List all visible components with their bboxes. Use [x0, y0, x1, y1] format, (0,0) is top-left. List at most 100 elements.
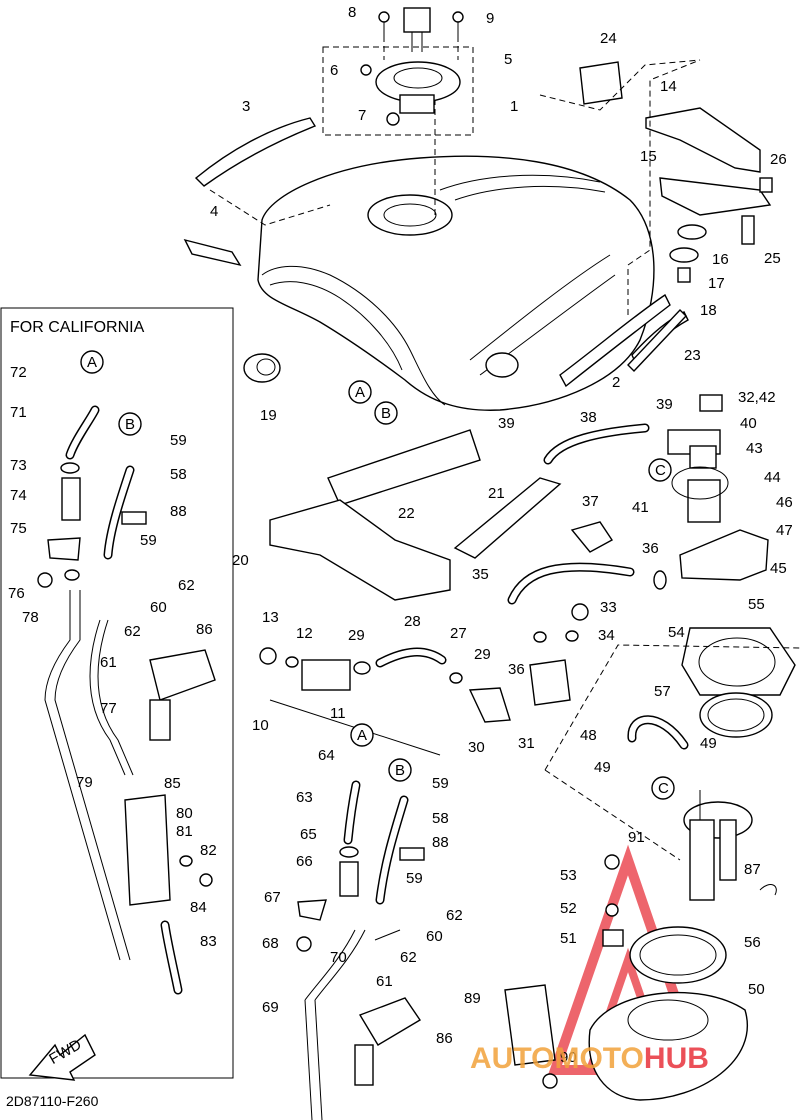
part-label-73: 73 [10, 457, 27, 474]
tank-decal-24 [539, 59, 701, 111]
part-label-86a: 86 [436, 1030, 453, 1047]
part-label-48: 48 [580, 727, 597, 744]
part-label-32: 32,42 [738, 389, 776, 406]
callout-letter-a: A [87, 354, 97, 371]
part-label-18: 18 [700, 302, 717, 319]
part-label-19: 19 [260, 407, 277, 424]
part-label-59b: 59 [406, 870, 423, 887]
part-label-69: 69 [262, 999, 279, 1016]
part-label-13: 13 [262, 609, 279, 626]
part-label-49b: 49 [594, 759, 611, 776]
part-label-21: 21 [488, 485, 505, 502]
part-label-62d: 62 [124, 623, 141, 640]
part-label-28: 28 [404, 613, 421, 630]
part-label-1: 1 [510, 98, 518, 115]
part-label-59d: 59 [140, 532, 157, 549]
part-label-46: 46 [776, 494, 793, 511]
part-label-27: 27 [450, 625, 467, 642]
breather-lines-center [296, 780, 425, 1120]
damper-19 [243, 353, 281, 383]
part-label-60b: 60 [150, 599, 167, 616]
part-label-62a: 62 [446, 907, 463, 924]
part-label-51: 51 [560, 930, 577, 947]
part-label-17: 17 [708, 275, 725, 292]
part-label-58a: 58 [432, 810, 449, 827]
part-label-62b: 62 [400, 949, 417, 966]
callout-letter-b: B [125, 416, 135, 433]
part-label-59a: 59 [432, 775, 449, 792]
california-parts [37, 405, 216, 995]
part-label-53: 53 [560, 867, 577, 884]
part-label-56: 56 [744, 934, 761, 951]
part-label-78: 78 [22, 609, 39, 626]
fuel-hose-35 [507, 562, 667, 605]
part-label-36b: 36 [508, 661, 525, 678]
part-label-88b: 88 [170, 503, 187, 520]
part-label-79: 79 [76, 774, 93, 791]
part-label-85: 85 [164, 775, 181, 792]
part-label-47: 47 [776, 522, 793, 539]
part-label-68: 68 [262, 935, 279, 952]
part-label-38: 38 [580, 409, 597, 426]
part-label-16: 16 [712, 251, 729, 268]
fuel-pump-assembly [504, 627, 800, 1101]
part-label-26: 26 [770, 151, 787, 168]
part-label-84: 84 [190, 899, 207, 916]
callout-circles [80, 350, 675, 800]
part-label-39a: 39 [498, 415, 515, 432]
part-label-72: 72 [10, 364, 27, 381]
part-label-36a: 36 [642, 540, 659, 557]
part-label-86b: 86 [196, 621, 213, 638]
tank-decal-4 [183, 238, 242, 267]
part-label-6: 6 [330, 62, 338, 79]
part-label-50: 50 [748, 981, 765, 998]
watermark-text-b: MOTO [554, 1042, 643, 1075]
part-label-57: 57 [654, 683, 671, 700]
part-label-71: 71 [10, 404, 27, 421]
part-label-83: 83 [200, 933, 217, 950]
part-label-43: 43 [746, 440, 763, 457]
part-label-25: 25 [764, 250, 781, 267]
part-label-54: 54 [668, 624, 685, 641]
part-label-88a: 88 [432, 834, 449, 851]
fuel-hose-38 [543, 423, 650, 465]
callout-letter-a: A [357, 727, 367, 744]
part-label-15: 15 [640, 148, 657, 165]
part-label-44: 44 [764, 469, 781, 486]
part-label-61b: 61 [100, 654, 117, 671]
watermark-text-a: AUTO [470, 1042, 554, 1075]
part-label-30: 30 [468, 739, 485, 756]
part-label-24: 24 [600, 30, 617, 47]
part-label-45: 45 [770, 560, 787, 577]
part-label-91: 91 [628, 829, 645, 846]
part-label-14: 14 [660, 78, 677, 95]
part-label-87: 87 [744, 861, 761, 878]
part-label-7: 7 [358, 107, 366, 124]
part-label-80: 80 [176, 805, 193, 822]
fuel-pump-relay [667, 394, 769, 581]
part-label-22: 22 [398, 505, 415, 522]
part-label-58b: 58 [170, 466, 187, 483]
callout-letter-c: C [655, 462, 666, 479]
part-label-23: 23 [684, 347, 701, 364]
callout-letter-b: B [395, 762, 405, 779]
part-label-90: 90 [560, 1049, 577, 1066]
part-label-8: 8 [348, 4, 356, 21]
callout-letter-c: C [658, 780, 669, 797]
part-label-4: 4 [210, 203, 218, 220]
part-label-39b: 39 [656, 396, 673, 413]
california-title: FOR CALIFORNIA [10, 319, 145, 336]
part-label-41: 41 [632, 499, 649, 516]
part-label-62c: 62 [178, 577, 195, 594]
part-label-75: 75 [10, 520, 27, 537]
callout-letter-b: B [381, 405, 391, 422]
figure-code: 2D87110-F260 [6, 1093, 99, 1109]
part-label-63: 63 [296, 789, 313, 806]
part-label-55: 55 [748, 596, 765, 613]
part-label-81: 81 [176, 823, 193, 840]
part-label-64: 64 [318, 747, 335, 764]
california-box [0, 307, 234, 1079]
watermark-text: AUTOMOTOHUB [470, 1042, 709, 1075]
part-label-3: 3 [242, 98, 250, 115]
